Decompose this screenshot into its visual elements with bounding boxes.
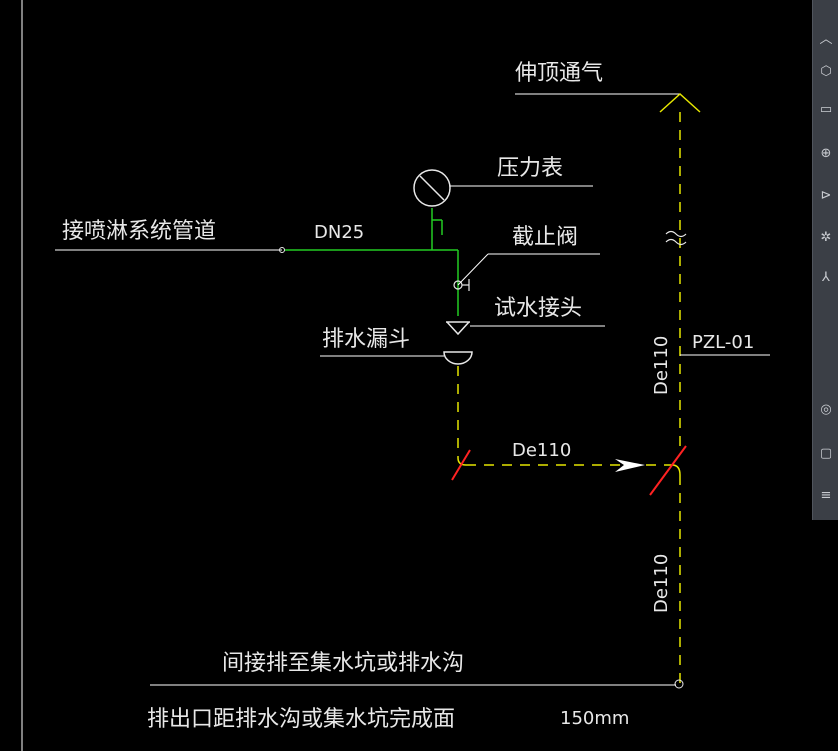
sprinkler-connection-node	[279, 247, 285, 253]
drain-elbow	[457, 457, 467, 466]
pressure-gauge-needle	[419, 175, 445, 201]
split-icon[interactable]: ⅄	[822, 270, 830, 285]
de110-vertical-upper-label: De110	[651, 336, 672, 395]
stop-valve-leader-diag	[457, 253, 489, 286]
vent-label: 伸顶通气	[515, 61, 603, 86]
break-mark-right	[649, 445, 687, 496]
de110-vertical-lower-label: De110	[651, 554, 672, 613]
list-icon[interactable]: ≡	[820, 488, 832, 503]
stack-break-symbol-top	[665, 230, 687, 238]
indirect-discharge-label: 间接排至集水坑或排水沟	[222, 651, 464, 676]
flow-direction-arrow	[615, 459, 645, 472]
window-icon[interactable]: ▢	[819, 446, 833, 461]
pressure-gauge-label: 压力表	[497, 156, 563, 181]
drain-funnel-label: 排水漏斗	[322, 327, 410, 352]
de110-horizontal-label: De110	[512, 440, 571, 461]
stack-bottom-endpoint	[674, 679, 684, 689]
chevron-up-icon[interactable]: ︿	[819, 32, 833, 47]
sprinkler-connect-label: 接喷淋系统管道	[62, 219, 216, 244]
test-connector-symbol	[446, 321, 470, 336]
side-toolbar: ︿ ⬡ ▭ ⊕ ⊳ ✲ ⅄ ◎ ▢ ≡	[812, 0, 838, 520]
dimension-150mm-label: 150mm	[560, 708, 629, 729]
break-mark-left	[451, 449, 471, 481]
cursor-icon[interactable]: ⊳	[820, 188, 832, 203]
outlet-distance-note: 排出口距排水沟或集水坑完成面	[147, 707, 455, 732]
globe-icon[interactable]: ⊕	[820, 146, 832, 161]
cube-icon[interactable]: ⬡	[820, 64, 832, 79]
stop-valve-label: 截止阀	[512, 225, 578, 250]
stack-break-symbol-bottom	[665, 238, 687, 246]
gear-icon[interactable]: ✲	[820, 230, 832, 245]
pzl-label: PZL-01	[692, 332, 754, 353]
vent-cap-symbol	[659, 92, 701, 113]
box-icon[interactable]: ▭	[819, 102, 833, 117]
dn25-label: DN25	[314, 222, 364, 243]
stack-junction-elbow	[671, 464, 681, 476]
test-connector-label: 试水接头	[494, 296, 582, 321]
drain-funnel-symbol	[443, 351, 473, 365]
target-icon[interactable]: ◎	[820, 402, 832, 417]
pressure-gauge-symbol	[413, 169, 451, 207]
